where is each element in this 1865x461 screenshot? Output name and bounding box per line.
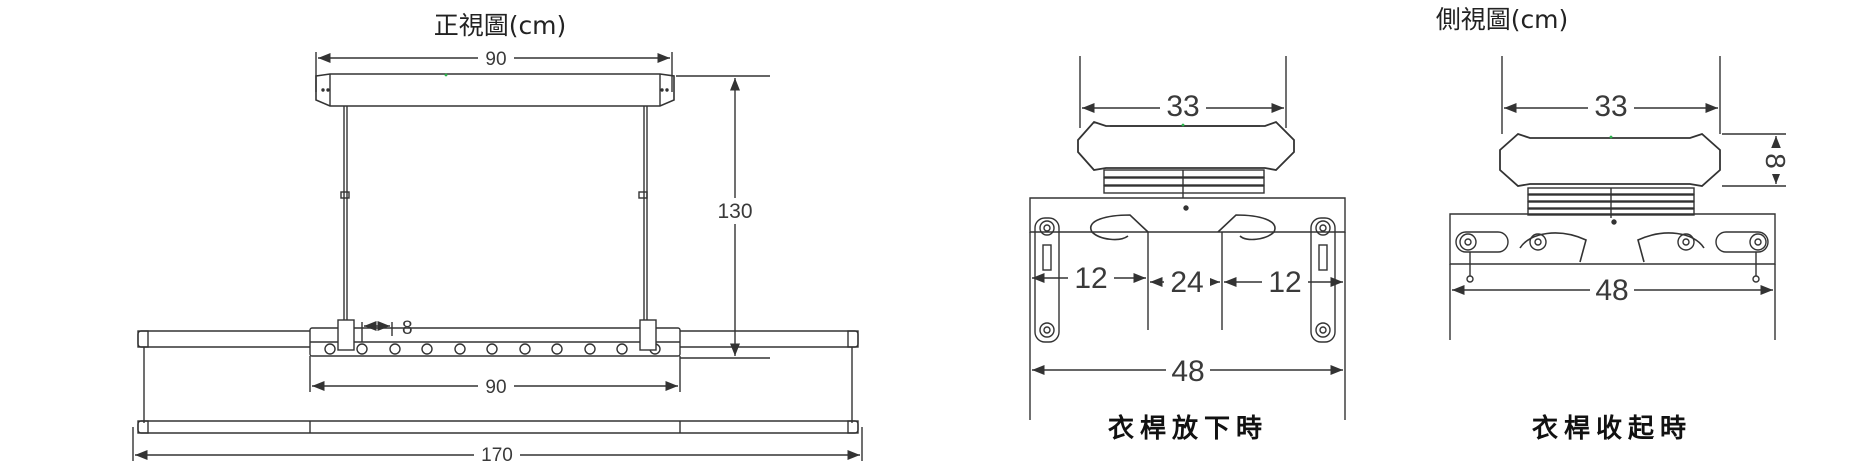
dim-raised-top: 33 — [1501, 56, 1721, 134]
dim-lowered-left-label: 12 — [1074, 262, 1107, 295]
accent-dot — [1181, 123, 1185, 127]
dim-height-label: 130 — [717, 200, 752, 223]
front-view: 正視圖(cm) 90 — [132, 11, 863, 461]
accent-dot — [1609, 135, 1613, 139]
dim-spacing-label: 8 — [402, 318, 413, 339]
dim-lowered-top-label: 33 — [1166, 90, 1199, 123]
dim-raised-height-label: 8 — [1760, 153, 1791, 169]
spring-coils-raised — [1527, 187, 1695, 225]
dim-lowered-top: 33 — [1079, 56, 1287, 128]
dim-bar-width: 90 — [309, 356, 681, 398]
upper-hanger-bar — [137, 319, 859, 357]
dim-lowered-middle-label: 24 — [1170, 266, 1203, 299]
dim-raised-bottom-label: 48 — [1595, 274, 1628, 307]
spring-coils-lowered — [1103, 169, 1265, 211]
accent-dot — [444, 73, 448, 77]
dim-top-width-label: 90 — [485, 49, 506, 70]
front-view-title: 正視圖(cm) — [434, 11, 567, 40]
side-view-title: 側視圖(cm) — [1436, 5, 1569, 34]
dim-total-width-label: 170 — [481, 445, 513, 461]
ceiling-box — [315, 73, 675, 107]
suspension-rods — [340, 106, 648, 322]
dim-raised-height: 8 — [1722, 133, 1791, 187]
dim-lowered-bottom-label: 48 — [1171, 355, 1204, 388]
dim-lowered-bottom: 48 — [1032, 355, 1343, 388]
side-view-lowered: 33 — [1029, 56, 1346, 444]
dim-spacing: 8 — [361, 318, 413, 342]
dim-lowered-right-label: 12 — [1268, 266, 1301, 299]
dim-total-width: 170 — [132, 427, 863, 461]
dim-bar-width-label: 90 — [485, 377, 506, 398]
dim-top-width: 90 — [315, 48, 673, 92]
caption-raised: 衣桿收起時 — [1532, 413, 1692, 444]
dim-raised-top-label: 33 — [1594, 90, 1627, 123]
bar-holes — [324, 343, 661, 355]
dim-lowered-middle: 12 24 12 — [1029, 232, 1346, 420]
dim-raised-bottom: 48 — [1449, 264, 1776, 340]
lower-hanger-bar — [137, 347, 859, 434]
side-view-raised: 33 8 — [1449, 56, 1791, 444]
caption-lowered: 衣桿放下時 — [1108, 413, 1268, 444]
dim-height: 130 — [676, 75, 770, 359]
